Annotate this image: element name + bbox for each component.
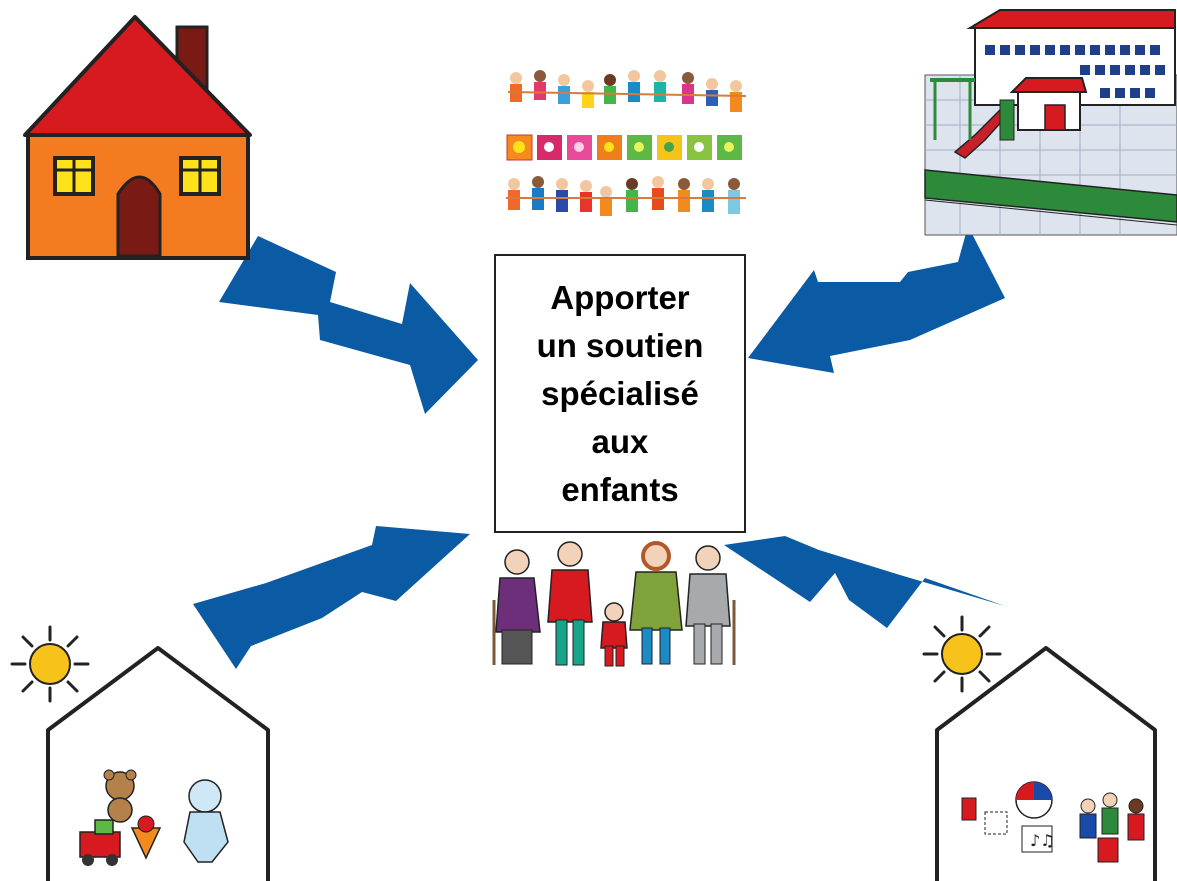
center-line-4: aux bbox=[591, 422, 649, 460]
arrow-from-nursery bbox=[193, 526, 470, 669]
grandfather bbox=[685, 545, 736, 665]
father bbox=[547, 541, 593, 666]
arrow-from-school bbox=[748, 226, 1005, 373]
center-line-1: Apporter bbox=[550, 278, 690, 316]
ball-icon bbox=[1015, 781, 1053, 819]
svg-text:♪♫: ♪♫ bbox=[1030, 831, 1055, 850]
center-line-2: un soutien bbox=[536, 326, 704, 364]
center-line-3: spécialisé bbox=[541, 374, 699, 412]
school-icon bbox=[924, 9, 1177, 236]
children-row-bottom bbox=[506, 176, 746, 216]
sun-icon-left bbox=[10, 625, 90, 703]
teddy-bear-icon bbox=[103, 769, 137, 823]
picture-tiles bbox=[506, 134, 742, 161]
center-message: Apporter un soutien spécialisé aux enfan… bbox=[537, 274, 704, 514]
toy-train-icon bbox=[79, 819, 121, 866]
arrow-from-home bbox=[219, 236, 478, 414]
window-right bbox=[179, 156, 221, 196]
dancing-children-icon bbox=[1079, 792, 1145, 863]
arrow-from-play-house bbox=[724, 536, 1005, 628]
spinning-top-icon bbox=[130, 815, 162, 860]
nursery-house-icon bbox=[46, 646, 270, 881]
children-row-top bbox=[507, 70, 747, 112]
play-house-icon: ♪♫ bbox=[935, 646, 1157, 881]
grandmother bbox=[492, 549, 541, 665]
center-line-5: enfants bbox=[561, 470, 679, 508]
family-icon bbox=[492, 541, 736, 667]
baby-icon bbox=[183, 779, 229, 863]
children-collage-icon bbox=[506, 70, 747, 216]
music-icon: ♪♫ bbox=[1021, 825, 1055, 853]
center-text-box: Apporter un soutien spécialisé aux enfan… bbox=[494, 254, 746, 533]
arrows bbox=[193, 226, 1005, 669]
house-icon bbox=[23, 15, 252, 260]
game-icon bbox=[961, 797, 1008, 835]
child bbox=[600, 602, 628, 667]
mother bbox=[629, 541, 683, 665]
sun-icon-right bbox=[922, 615, 1002, 693]
window-left bbox=[53, 156, 95, 196]
